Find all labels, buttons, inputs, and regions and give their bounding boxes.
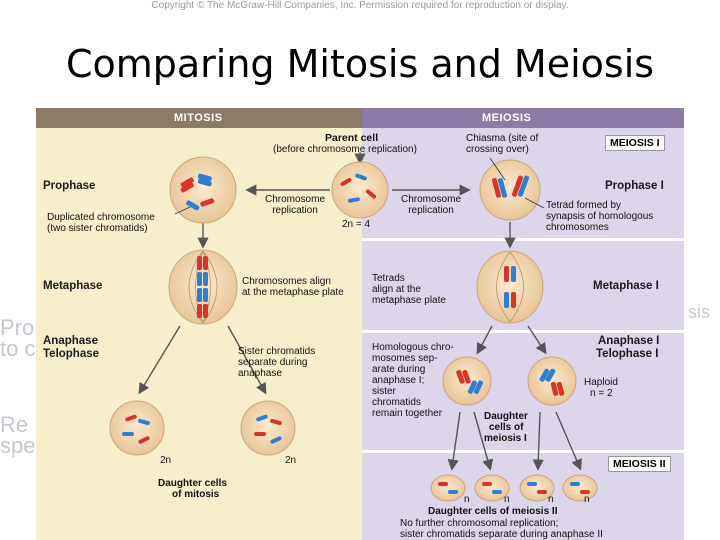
label-no-further-2: sister chromatids separate during anapha… (400, 529, 603, 540)
label-tetrad-3: chromosomes (546, 222, 609, 233)
label-homolog-5: sister (372, 386, 396, 397)
label-anaphase: Anaphase (43, 335, 98, 347)
label-duplicated-1: Duplicated chromosome (47, 212, 155, 223)
meiosis-daughter-cell-left (442, 356, 492, 406)
meiosis-daughter-cell-right (527, 356, 577, 406)
label-chrom-rep-right-2: replication (408, 205, 454, 216)
label-homolog-3: arate during (372, 364, 426, 375)
meiosis-prophase-cell (479, 159, 541, 221)
label-align-1: Chromosomes align (242, 276, 331, 287)
label-homolog-2: mosomes sep- (372, 353, 438, 364)
meiosis-divider-3 (362, 450, 684, 453)
ghost-text-left-1a: Pro (0, 315, 35, 340)
label-chiasma-sub: crossing over) (466, 144, 529, 155)
label-daughter-mitosis-2: of mitosis (172, 489, 220, 500)
label-sister-1: Sister chromatids (238, 346, 316, 357)
label-2n-right: 2n (285, 455, 297, 466)
meiosis-divider-2 (362, 330, 684, 333)
label-parent-cell-sub: (before chromosome replication) (273, 144, 417, 155)
label-homolog-1: Homologous chro- (372, 342, 454, 353)
mitosis-header: MITOSIS (36, 108, 362, 128)
slide-title: Comparing Mitosis and Meiosis (65, 42, 655, 86)
label-chrom-rep-left-2: replication (272, 205, 318, 216)
label-2n-left: 2n (160, 455, 172, 466)
label-n-4: n (584, 494, 590, 505)
label-homolog-6: chromatids (372, 397, 421, 408)
label-homolog-4: anaphase I; (372, 375, 425, 386)
label-daughter-mitosis-1: Daughter cells (158, 478, 227, 489)
meiosis-divider-1 (362, 238, 684, 241)
label-tetrad-1: Tetrad formed by (546, 200, 622, 211)
label-align-2: at the metaphase plate (242, 287, 344, 298)
meiosis-metaphase-cell (476, 250, 544, 324)
label-metaphase: Metaphase (43, 280, 103, 292)
label-telophase: Telophase (43, 348, 100, 360)
label-chiasma: Chiasma (site of (466, 133, 539, 144)
mitosis-prophase-cell (169, 156, 237, 224)
label-tetrads-1: Tetrads (372, 273, 405, 284)
label-daughter-m1-2: cells of (489, 422, 524, 433)
label-n-1: n (464, 494, 470, 505)
label-prophase: Prophase (43, 180, 96, 192)
label-tetrad-2: synapsis of homologous (546, 211, 654, 222)
label-telophase-1: Telophase I (596, 348, 659, 360)
mitosis-daughter-cell-left (109, 400, 165, 456)
ghost-text-left-2a: Re (0, 412, 29, 437)
copyright-notice: Copyright © The McGraw-Hill Companies, I… (151, 0, 569, 11)
ghost-text-left-2b: spe (0, 433, 36, 458)
ghost-text-right: sis (688, 302, 710, 322)
meiosis-header: MEIOSIS (362, 108, 684, 128)
label-chrom-rep-right-1: Chromosome (400, 194, 462, 205)
label-no-further-1: No further chromosomal replication; (400, 518, 559, 529)
label-duplicated-2: (two sister chromatids) (47, 223, 148, 234)
label-sister-2: separate during (238, 357, 308, 368)
mitosis-daughter-cell-right (240, 400, 296, 456)
label-parent-cell: Parent cell (325, 132, 379, 144)
label-n-3: n (548, 494, 554, 505)
label-meiosis-2-box: MEIOSIS II (608, 456, 671, 472)
label-haploid: Haploid (584, 377, 618, 388)
label-ploidy-parent: 2n = 4 (342, 219, 371, 230)
label-n-2: n (504, 494, 510, 505)
mitosis-metaphase-cell (168, 249, 238, 325)
label-homolog-7: remain together (372, 408, 443, 419)
label-anaphase-1: Anaphase I (598, 335, 660, 347)
parent-cell (331, 161, 389, 219)
label-daughter-m1-1: Daughter (484, 411, 528, 422)
label-daughter-m1-3: meiosis I (484, 433, 527, 444)
label-chrom-rep-left-1: Chromosome (264, 194, 326, 205)
label-sister-3: anaphase (238, 368, 282, 379)
label-daughter-m2: Daughter cells of meiosis II (428, 506, 558, 517)
label-haploid-n: n = 2 (590, 388, 613, 399)
label-meiosis-1-box: MEIOSIS I (605, 135, 665, 151)
label-metaphase-1: Metaphase I (593, 280, 659, 292)
meiosis-ii-daughter-cells (430, 474, 598, 502)
label-prophase-1: Prophase I (605, 180, 664, 192)
label-tetrads-3: metaphase plate (372, 295, 446, 306)
ghost-text-left-1b: to c (0, 336, 36, 361)
flow-arrows (138, 152, 582, 471)
label-pointers (174, 157, 545, 215)
label-tetrads-2: align at the (372, 284, 421, 295)
